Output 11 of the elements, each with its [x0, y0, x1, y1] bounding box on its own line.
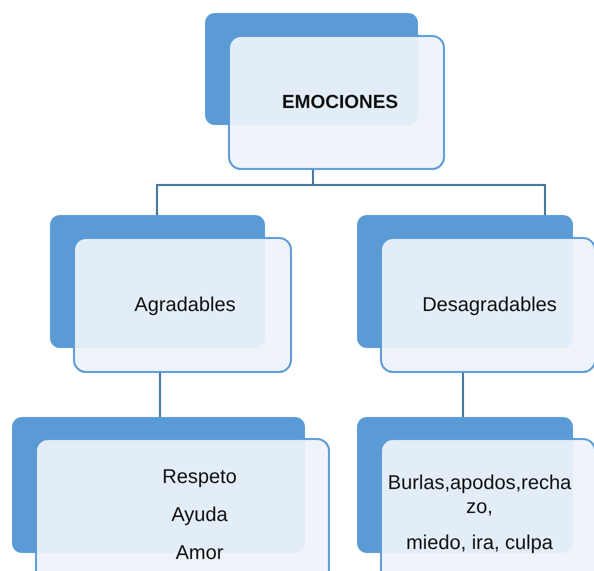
- node-label: EMOCIONES: [282, 92, 398, 114]
- connector-line: [462, 373, 464, 417]
- node-label: Agradables: [134, 293, 236, 317]
- node-label: Respeto: [162, 465, 237, 489]
- connector-line: [312, 170, 546, 215]
- node-label: miedo, ira, culpa: [406, 530, 553, 554]
- node-label: Desagradables: [422, 293, 557, 317]
- node-label: Ayuda: [171, 503, 228, 527]
- connector-line: [159, 373, 161, 417]
- node-label: Amor: [176, 541, 224, 565]
- node-label: Burlas,apodos,rechazo,: [387, 470, 572, 518]
